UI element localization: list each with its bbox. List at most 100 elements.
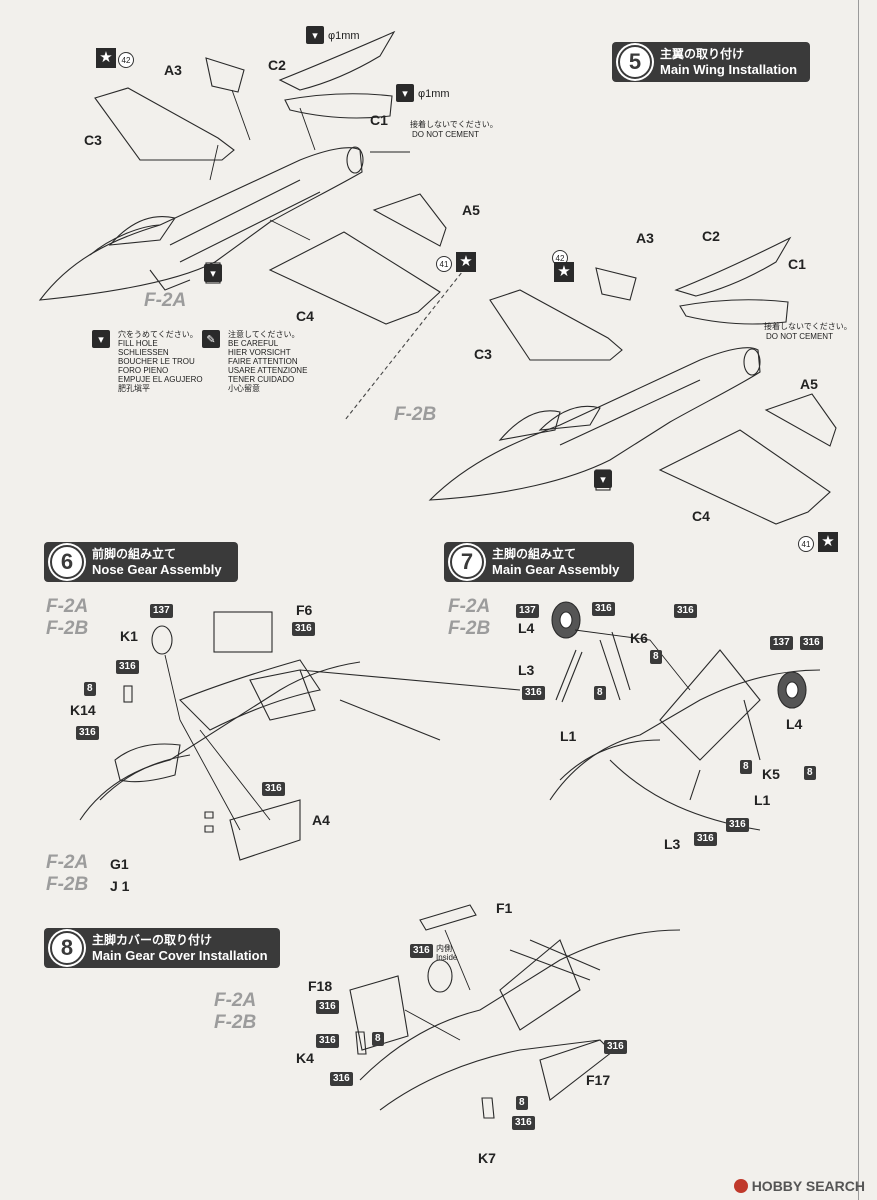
step5-header: 5 主翼の取り付け Main Wing Installation (612, 42, 810, 82)
paint-code-badge: 316 (604, 1040, 627, 1054)
do-not-cement-jp: 接着しないでください。 (410, 120, 498, 129)
step-number: 6 (50, 545, 84, 579)
step-title-jp: 主脚の組み立て (492, 547, 577, 561)
legend-line: FILL HOLE (118, 339, 158, 348)
inside-note-jp: 内側 (436, 944, 452, 953)
drill-icon: ▾ (396, 84, 414, 102)
legend-line: USARE ATTENZIONE (228, 366, 308, 375)
paint-code-badge: 316 (292, 622, 315, 636)
paint-code-badge: 316 (592, 602, 615, 616)
part-label-j1: J 1 (110, 878, 130, 894)
part-label-k6: K6 (630, 630, 648, 646)
part-label-k5: K5 (762, 766, 780, 782)
paint-code-badge: 316 (512, 1116, 535, 1130)
decal-number: 41 (798, 536, 814, 552)
do-not-cement-en: DO NOT CEMENT (766, 332, 833, 341)
paint-code-badge: 8 (740, 760, 752, 774)
part-label-f1: F1 (496, 900, 513, 916)
decal-number: 42 (118, 52, 134, 68)
nose-gear-drawing (79, 611, 521, 861)
part-label-a3: A3 (164, 62, 182, 78)
paint-code-badge: 8 (804, 766, 816, 780)
paint-code-badge: 316 (800, 636, 823, 650)
step-title-en: Main Wing Installation (660, 62, 798, 77)
paint-code-badge: 8 (516, 1096, 528, 1110)
paint-code-badge: 316 (410, 944, 433, 958)
part-label-k4: K4 (296, 1050, 314, 1066)
star-decal-icon: ★ (96, 48, 116, 68)
legend-line: HIER VORSICHT (228, 348, 291, 357)
part-label-k7: K7 (478, 1150, 496, 1166)
step-number: 8 (50, 931, 84, 965)
step-title-jp: 前脚の組み立て (92, 547, 177, 561)
legend-line: SCHLIESSEN (118, 348, 169, 357)
part-label-c3: C3 (474, 346, 492, 362)
variant-divider-line (344, 261, 471, 421)
step-number: 7 (450, 545, 484, 579)
legend-line: BE CAREFUL (228, 339, 279, 348)
paint-code-badge: 316 (522, 686, 545, 700)
variant-label-f2a: F-2A (214, 990, 257, 1011)
paint-code-badge: 316 (726, 818, 749, 832)
star-decal-icon: ★ (456, 252, 476, 272)
paint-code-badge: 8 (650, 650, 662, 664)
legend-line: FAIRE ATTENTION (228, 357, 298, 366)
part-label-l3: L3 (518, 662, 535, 678)
part-label-a5: A5 (800, 376, 818, 392)
binding-margin-line (858, 0, 859, 1200)
part-label-f18: F18 (308, 978, 333, 994)
paint-code-badge: 8 (594, 686, 606, 700)
paint-code-badge: 8 (84, 682, 96, 696)
part-label-g1: G1 (110, 856, 129, 872)
step6-header: 6 前脚の組み立て Nose Gear Assembly (44, 542, 238, 582)
inside-note-en: Inside (436, 953, 458, 962)
legend-line: EMPUJE EL AGUJERO (118, 375, 203, 384)
step-title-jp: 主脚カバーの取り付け (92, 933, 213, 947)
part-label-k1: K1 (120, 628, 138, 644)
step-title-en: Nose Gear Assembly (92, 562, 222, 577)
paint-code-badge: 316 (694, 832, 717, 846)
part-label-f6: F6 (296, 602, 313, 618)
paint-code-badge: 8 (372, 1032, 384, 1046)
part-label-a4: A4 (312, 812, 330, 828)
be-careful-legend-icon: ✎ (202, 330, 220, 348)
drill-icon: ▾ (306, 26, 324, 44)
be-careful-legend: 注意してください。 BE CAREFUL HIER VORSICHT FAIRE… (228, 330, 307, 393)
part-label-l1: L1 (560, 728, 577, 744)
f2b-wings-drawing (489, 236, 837, 525)
variant-label-f2a: F-2A (144, 290, 187, 311)
f2a-wings-drawing (94, 30, 447, 325)
watermark-text: HOBBY SEARCH (751, 1178, 865, 1194)
step-title-jp: 主翼の取り付け (660, 47, 745, 61)
variant-label-f2a: F-2A (448, 596, 491, 617)
fill-hole-icon: ▾ (204, 264, 222, 282)
star-decal-icon: ★ (818, 532, 838, 552)
paint-code-badge: 316 (262, 782, 285, 796)
paint-code-badge: 137 (770, 636, 793, 650)
drill-size-label: φ1mm (328, 30, 360, 42)
gear-cover-drawing (349, 904, 681, 1119)
paint-code-badge: 137 (516, 604, 539, 618)
legend-line: 注意してください。 (228, 330, 300, 339)
fill-hole-legend: 穴をうめてください。 FILL HOLE SCHLIESSEN BOUCHER … (118, 330, 203, 393)
variant-label-f2a: F-2A (46, 852, 89, 873)
do-not-cement-jp: 接着しないでください。 (764, 322, 852, 331)
step-number: 5 (618, 45, 652, 79)
paint-code-badge: 316 (116, 660, 139, 674)
star-decal-icon: ★ (554, 262, 574, 282)
legend-line: BOUCHER LE TROU (118, 357, 195, 366)
part-label-c2: C2 (268, 57, 286, 73)
paint-code-badge: 316 (330, 1072, 353, 1086)
paint-code-badge: 316 (316, 1034, 339, 1048)
do-not-cement-en: DO NOT CEMENT (412, 130, 479, 139)
watermark: HOBBY SEARCH (733, 1178, 865, 1194)
part-label-l4: L4 (786, 716, 803, 732)
decal-number: 41 (436, 256, 452, 272)
part-label-c4: C4 (296, 308, 314, 324)
part-label-c4: C4 (692, 508, 710, 524)
legend-line: FORO PIENO (118, 366, 169, 375)
part-label-c2: C2 (702, 228, 720, 244)
legend-line: 小心留意 (228, 384, 260, 393)
part-label-c1: C1 (788, 256, 806, 272)
